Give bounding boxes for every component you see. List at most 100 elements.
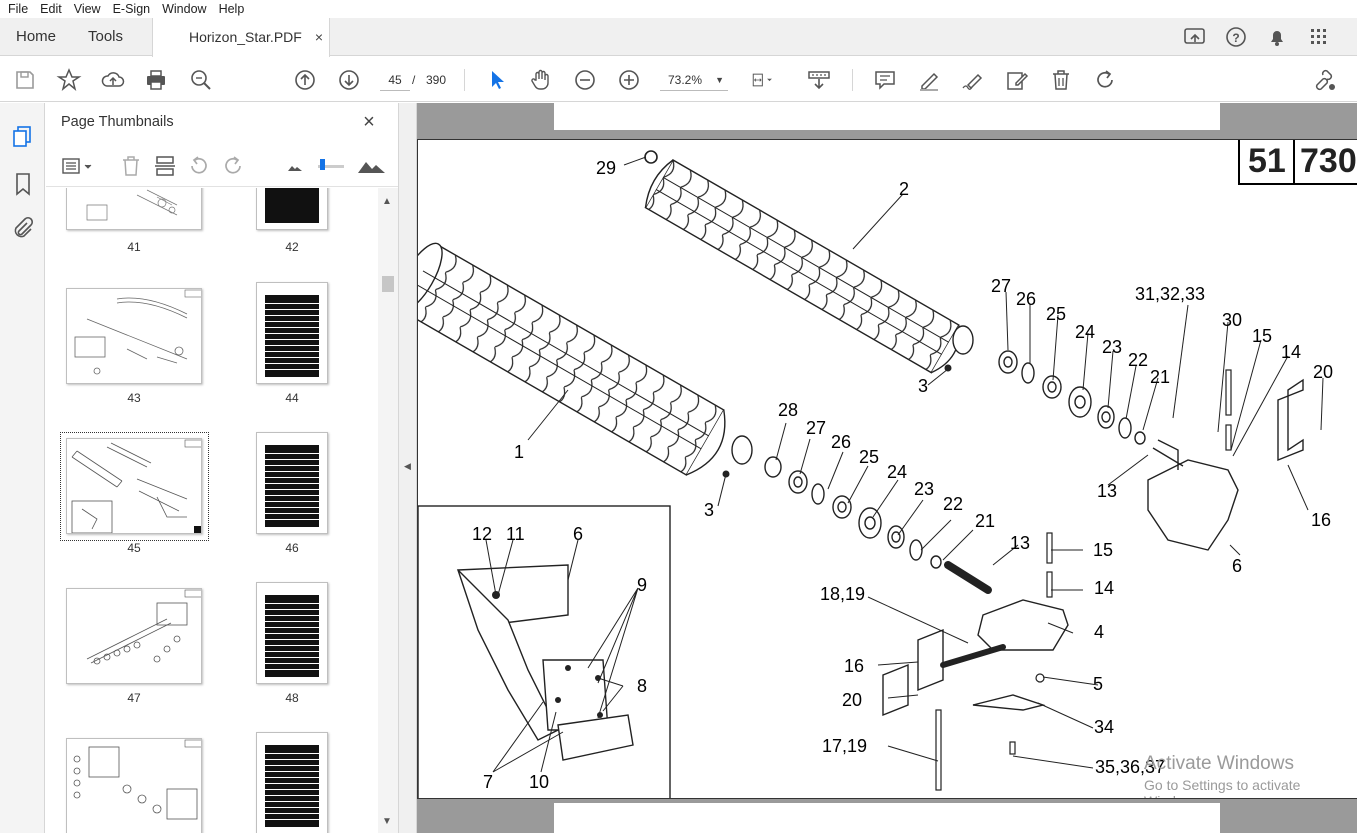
comment-icon[interactable]	[872, 67, 898, 93]
notification-bell-icon[interactable]	[1264, 24, 1290, 50]
hand-tool-icon[interactable]	[528, 67, 554, 93]
panel-splitter[interactable]: ◀	[399, 103, 417, 833]
menu-esign[interactable]: E-Sign	[112, 2, 151, 16]
zoom-in-icon[interactable]	[616, 67, 642, 93]
page-number-input[interactable]: 45	[380, 69, 410, 91]
print-icon[interactable]	[143, 67, 169, 93]
thumbnail-page-46[interactable]	[256, 432, 328, 534]
thumbnail-page-49[interactable]	[66, 738, 202, 833]
thumbnail-page-48[interactable]	[256, 582, 328, 684]
tab-document-name: Horizon_Star.PDF	[189, 29, 302, 45]
tab-tools[interactable]: Tools	[88, 28, 124, 45]
options-menu-icon[interactable]	[60, 153, 96, 179]
document-viewer[interactable]: 51 730	[417, 103, 1357, 833]
previous-page-icon[interactable]	[292, 67, 318, 93]
callout: 30	[1222, 310, 1242, 330]
callout: 26	[1016, 289, 1036, 309]
help-icon[interactable]: ?	[1223, 24, 1249, 50]
page-fit-icon[interactable]	[750, 67, 790, 93]
callout: 15	[1252, 326, 1272, 346]
apps-grid-icon[interactable]	[1306, 24, 1332, 50]
panel-toolbar	[46, 147, 398, 187]
thumbnail-label: 46	[285, 541, 299, 555]
zoom-level-select[interactable]: 73.2% ▼	[660, 69, 728, 91]
bookmarks-icon[interactable]	[10, 171, 36, 197]
thumbnail-size-small-icon[interactable]	[282, 153, 308, 179]
callout: 2	[899, 179, 909, 199]
menu-file[interactable]: File	[8, 2, 29, 16]
delete-trash-icon[interactable]	[1048, 67, 1074, 93]
attachments-paperclip-icon[interactable]	[10, 215, 36, 241]
callout: 22	[1128, 350, 1148, 370]
select-cursor-icon[interactable]	[484, 67, 510, 93]
callout: 21	[975, 511, 995, 531]
callout: 10	[529, 772, 549, 792]
menu-window[interactable]: Window	[162, 2, 207, 16]
page-thumbnails-icon[interactable]	[10, 123, 36, 149]
callout: 14	[1094, 578, 1114, 598]
thumbnail-page-41[interactable]	[66, 188, 202, 230]
toolbar-divider	[852, 69, 853, 91]
thumbnail-size-large-icon[interactable]	[356, 153, 388, 179]
bookmark-star-icon[interactable]	[56, 67, 82, 93]
detail-inset	[418, 505, 671, 798]
menu-view[interactable]: View	[73, 2, 101, 16]
callout: 3	[704, 500, 714, 520]
share-screen-icon[interactable]	[1182, 24, 1208, 50]
collapse-panel-icon[interactable]: ◀	[404, 461, 411, 471]
thumbnails-scrollbar[interactable]: ▲ ▼	[378, 188, 398, 833]
scrollbar-thumb[interactable]	[382, 276, 394, 292]
drawing-number-sheet: 730	[1300, 142, 1357, 180]
insert-page-icon[interactable]	[152, 153, 178, 179]
draw-pen-icon[interactable]	[960, 67, 986, 93]
rotate-icon[interactable]	[1092, 67, 1118, 93]
menu-edit[interactable]: Edit	[40, 2, 62, 16]
thumbnail-page-42[interactable]	[256, 188, 328, 230]
callout: 29	[596, 158, 616, 178]
edit-text-icon[interactable]	[1004, 67, 1030, 93]
callout: 18,19	[820, 584, 865, 604]
zoom-out-icon[interactable]	[572, 67, 598, 93]
rotate-left-icon[interactable]	[186, 153, 212, 179]
sign-share-icon[interactable]	[1312, 67, 1338, 93]
thumbnails-panel: Page Thumbnails × 41 42 43 44 45 46	[46, 103, 399, 833]
scroll-mode-icon[interactable]	[806, 67, 832, 93]
rotate-right-icon[interactable]	[220, 153, 246, 179]
thumbnail-page-47[interactable]	[66, 588, 202, 684]
menu-bar: File Edit View E-Sign Window Help	[0, 0, 1357, 18]
thumbnail-label: 43	[127, 391, 141, 405]
scroll-up-icon[interactable]: ▲	[382, 196, 392, 207]
close-icon[interactable]: ×	[363, 111, 375, 133]
scroll-down-icon[interactable]: ▼	[382, 816, 392, 827]
thumbnail-size-slider[interactable]	[314, 153, 350, 179]
leader-lines	[485, 156, 1324, 773]
callout: 5	[1093, 674, 1103, 694]
panel-title: Page Thumbnails	[61, 114, 174, 130]
search-zoom-icon[interactable]	[188, 67, 214, 93]
callout: 28	[778, 400, 798, 420]
tab-document[interactable]: Horizon_Star.PDF ×	[152, 18, 330, 57]
callout: 15	[1093, 540, 1113, 560]
thumbnail-page-44[interactable]	[256, 282, 328, 384]
tab-home[interactable]: Home	[16, 28, 57, 45]
callout: 6	[573, 524, 583, 544]
delete-page-icon[interactable]	[118, 153, 144, 179]
thumbnail-page-50[interactable]	[256, 732, 328, 833]
thumbnail-page-43[interactable]	[66, 288, 202, 384]
callout: 17,19	[822, 736, 867, 756]
thumbnail-page-45[interactable]	[66, 438, 202, 534]
callout: 8	[637, 676, 647, 696]
next-page-icon[interactable]	[336, 67, 362, 93]
thumbnail-selection-outline	[60, 432, 209, 541]
menu-help[interactable]: Help	[218, 2, 245, 16]
drawing-number-group: 51	[1248, 142, 1286, 180]
activation-watermark-subtitle: Go to Settings to activate Windows.	[1144, 777, 1301, 798]
callout: 23	[1102, 337, 1122, 357]
save-icon[interactable]	[12, 67, 38, 93]
lower-bearing-stack	[764, 456, 942, 569]
callout: 6	[1232, 556, 1242, 576]
upload-cloud-icon[interactable]	[100, 67, 126, 93]
callout: 16	[1311, 510, 1331, 530]
tab-close-icon[interactable]: ×	[314, 29, 323, 45]
highlight-pen-icon[interactable]	[916, 67, 942, 93]
